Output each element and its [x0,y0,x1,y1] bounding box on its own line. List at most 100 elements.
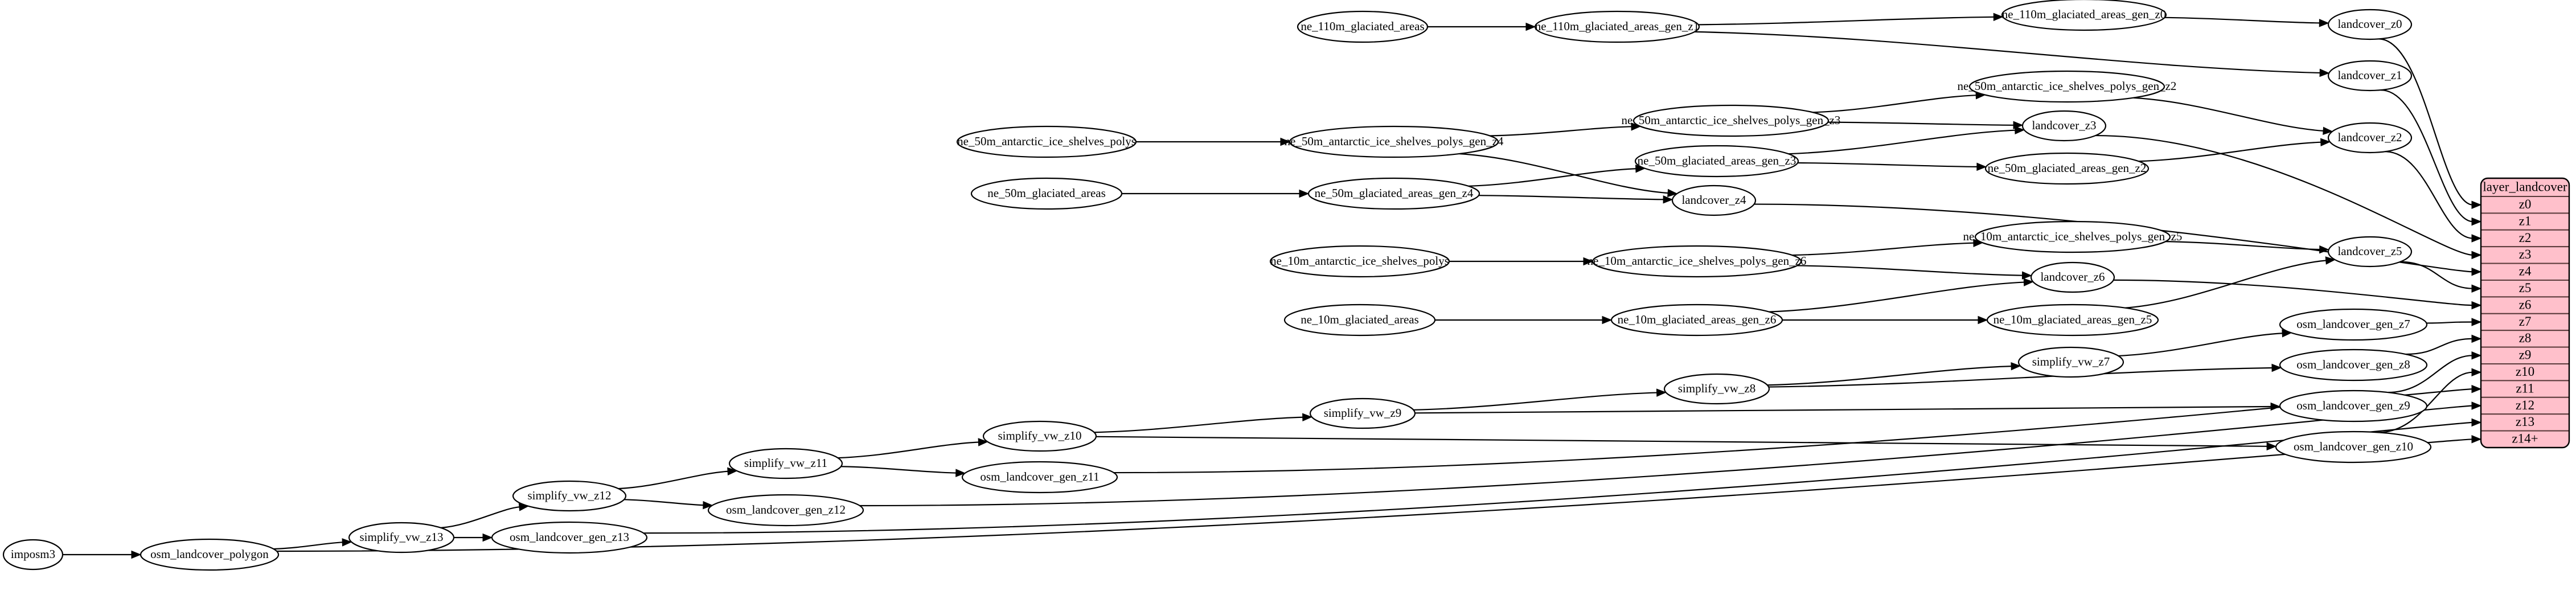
node-ne_10m_antarctic_ice_shelves_polys_gen_z6[interactable]: ne_10m_antarctic_ice_shelves_polys_gen_z… [1588,245,1807,278]
node-simplify_vw_z12[interactable]: simplify_vw_z12 [512,480,627,512]
node-ellipse-ne_50m_antarctic_ice_shelves_polys[interactable] [956,125,1137,158]
node-ellipse-ne_50m_glaciated_areas_gen_z2[interactable] [1984,152,2150,185]
node-ellipse-ne_10m_antarctic_ice_shelves_polys_gen_z5[interactable] [1974,220,2171,253]
node-ellipse-ne_10m_glaciated_areas_gen_z5[interactable] [1986,304,2159,337]
node-ellipse-ne_10m_glaciated_areas_gen_z6[interactable] [1610,304,1783,337]
table-row-z7[interactable] [2481,313,2569,331]
table-row-z2[interactable] [2481,229,2569,248]
node-simplify_vw_z11[interactable]: simplify_vw_z11 [728,448,843,479]
edge-arrowhead [342,538,352,547]
edge-simplify_vw_z11-to-simplify_vw_z10 [838,441,979,459]
node-osm_landcover_gen_z7[interactable]: osm_landcover_gen_z7 [2279,308,2428,341]
edge-simplify_vw_z8-to-osm_landcover_gen_z8 [1769,367,2273,388]
node-ellipse-landcover_z4[interactable] [1671,184,1757,216]
node-ne_50m_glaciated_areas_gen_z2[interactable]: ne_50m_glaciated_areas_gen_z2 [1984,152,2150,185]
node-ne_110m_glaciated_areas[interactable]: ne_110m_glaciated_areas [1297,10,1429,43]
node-ellipse-landcover_z3[interactable] [2021,110,2107,142]
node-ne_50m_antarctic_ice_shelves_polys_gen_z4[interactable]: ne_50m_antarctic_ice_shelves_polys_gen_z… [1285,125,1504,158]
edge-ne_50m_glaciated_areas_gen_z4-to-landcover_z4 [1478,195,1664,200]
node-ellipse-osm_landcover_gen_z7[interactable] [2279,308,2428,341]
node-ellipse-osm_landcover_gen_z11[interactable] [961,461,1118,494]
node-ellipse-landcover_z5[interactable] [2327,236,2413,268]
node-ellipse-ne_110m_glaciated_areas_gen_z0[interactable] [2001,0,2167,31]
node-ellipse-simplify_vw_z9[interactable] [1309,397,1416,429]
node-simplify_vw_z13[interactable]: simplify_vw_z13 [348,522,455,553]
node-ellipse-ne_10m_antarctic_ice_shelves_polys[interactable] [1269,245,1450,278]
node-ne_50m_antarctic_ice_shelves_polys[interactable]: ne_50m_antarctic_ice_shelves_polys [956,125,1137,158]
node-ne_10m_antarctic_ice_shelves_polys[interactable]: ne_10m_antarctic_ice_shelves_polys [1269,245,1450,278]
edge-arrowhead [2471,334,2482,343]
node-ellipse-landcover_z1[interactable] [2327,60,2413,92]
node-ellipse-ne_50m_antarctic_ice_shelves_polys_gen_z4[interactable] [1289,125,1499,158]
node-landcover_z6[interactable]: landcover_z6 [2030,261,2115,293]
node-label-ne_50m_antarctic_ice_shelves_polys_gen_z3: ne_50m_antarctic_ice_shelves_polys_gen_z… [1622,113,1841,127]
node-osm_landcover_gen_z13[interactable]: osm_landcover_gen_z13 [491,521,648,554]
node-ne_110m_glaciated_areas_gen_z0[interactable]: ne_110m_glaciated_areas_gen_z0 [2001,0,2167,31]
edge-ne_50m_antarctic_ice_shelves_polys_gen_z4-to-landcover_z4 [1459,153,1669,194]
node-osm_landcover_gen_z11[interactable]: osm_landcover_gen_z11 [961,461,1118,494]
edge-arrowhead [482,533,493,542]
node-ellipse-osm_landcover_gen_z9[interactable] [2279,389,2428,423]
node-osm_landcover_gen_z10[interactable]: osm_landcover_gen_z10 [2275,430,2432,464]
node-ne_10m_glaciated_areas_gen_z5[interactable]: ne_10m_glaciated_areas_gen_z5 [1986,304,2159,337]
node-landcover_z3[interactable]: landcover_z3 [2021,110,2107,142]
node-ne_110m_glaciated_areas_gen_z1[interactable]: ne_110m_glaciated_areas_gen_z1 [1534,10,1700,43]
node-ellipse-landcover_z2[interactable] [2327,122,2413,154]
node-ellipse-simplify_vw_z7[interactable] [2017,346,2124,378]
node-ellipse-osm_landcover_gen_z10[interactable] [2275,430,2432,464]
node-ellipse-osm_landcover_gen_z13[interactable] [491,521,648,554]
node-landcover_z0[interactable]: landcover_z0 [2327,9,2413,40]
node-ellipse-imposm3[interactable] [2,539,64,571]
node-landcover_z5[interactable]: landcover_z5 [2327,236,2413,268]
node-ne_10m_glaciated_areas[interactable]: ne_10m_glaciated_areas [1283,304,1436,337]
node-osm_landcover_gen_z8[interactable]: osm_landcover_gen_z8 [2279,348,2428,382]
node-osm_landcover_polygon[interactable]: osm_landcover_polygon [140,538,280,571]
node-ellipse-simplify_vw_z11[interactable] [728,448,843,479]
node-ellipse-simplify_vw_z8[interactable] [1663,373,1770,405]
node-osm_landcover_gen_z12[interactable]: osm_landcover_gen_z12 [707,494,864,527]
node-ellipse-ne_10m_antarctic_ice_shelves_polys_gen_z6[interactable] [1591,245,1802,278]
node-ellipse-simplify_vw_z12[interactable] [512,480,627,512]
edge-landcover_z2-to-table-z2 [2385,151,2474,239]
node-ne_10m_antarctic_ice_shelves_polys_gen_z5[interactable]: ne_10m_antarctic_ice_shelves_polys_gen_z… [1963,220,2183,253]
node-ne_10m_glaciated_areas_gen_z6[interactable]: ne_10m_glaciated_areas_gen_z6 [1610,304,1783,337]
node-ne_50m_glaciated_areas_gen_z3[interactable]: ne_50m_glaciated_areas_gen_z3 [1634,145,1799,178]
node-ellipse-ne_50m_antarctic_ice_shelves_polys_gen_z3[interactable] [1632,104,1830,137]
node-landcover_z2[interactable]: landcover_z2 [2327,122,2413,154]
node-simplify_vw_z8[interactable]: simplify_vw_z8 [1663,373,1770,405]
node-ellipse-ne_50m_glaciated_areas_gen_z4[interactable] [1307,177,1480,210]
node-ellipse-ne_110m_glaciated_areas_gen_z1[interactable] [1534,10,1700,43]
node-landcover_z4[interactable]: landcover_z4 [1671,184,1757,216]
node-ellipse-landcover_z0[interactable] [2327,9,2413,40]
edge-arrowhead [2270,402,2281,411]
node-imposm3[interactable]: imposm3 [2,539,64,571]
node-simplify_vw_z9[interactable]: simplify_vw_z9 [1309,397,1416,429]
node-ellipse-osm_landcover_polygon[interactable] [140,538,280,571]
node-ellipse-osm_landcover_gen_z12[interactable] [707,494,864,527]
node-ne_50m_antarctic_ice_shelves_polys_gen_z3[interactable]: ne_50m_antarctic_ice_shelves_polys_gen_z… [1622,104,1841,137]
node-ne_50m_glaciated_areas_gen_z4[interactable]: ne_50m_glaciated_areas_gen_z4 [1307,177,1480,210]
node-ne_50m_glaciated_areas[interactable]: ne_50m_glaciated_areas [970,177,1123,210]
node-ellipse-ne_10m_glaciated_areas[interactable] [1283,304,1436,337]
node-ne_50m_antarctic_ice_shelves_polys_gen_z2[interactable]: ne_50m_antarctic_ice_shelves_polys_gen_z… [1958,70,2177,103]
node-ellipse-osm_landcover_gen_z8[interactable] [2279,348,2428,382]
node-ellipse-landcover_z6[interactable] [2030,261,2115,293]
node-ellipse-simplify_vw_z13[interactable] [348,522,455,553]
node-label-ne_50m_glaciated_areas: ne_50m_glaciated_areas [987,186,1106,200]
table-row-z9[interactable] [2481,346,2569,364]
node-ellipse-ne_50m_antarctic_ice_shelves_polys_gen_z2[interactable] [1968,70,2165,103]
table-row-z11[interactable] [2481,380,2569,398]
node-simplify_vw_z7[interactable]: simplify_vw_z7 [2017,346,2124,378]
node-landcover_z1[interactable]: landcover_z1 [2327,60,2413,92]
node-ellipse-ne_110m_glaciated_areas[interactable] [1297,10,1429,43]
node-ellipse-simplify_vw_z10[interactable] [982,420,1097,452]
node-osm_landcover_gen_z9[interactable]: osm_landcover_gen_z9 [2279,389,2428,423]
node-simplify_vw_z10[interactable]: simplify_vw_z10 [982,420,1097,452]
edge-landcover_z5-to-table-z5 [2400,261,2474,289]
node-ellipse-ne_50m_glaciated_areas_gen_z3[interactable] [1634,145,1799,178]
edge-arrowhead [2471,301,2482,310]
node-ellipse-ne_50m_glaciated_areas[interactable] [970,177,1123,210]
edge-landcover_z1-to-table-z1 [2381,89,2474,223]
edge-arrowhead [2266,442,2277,451]
table-row-z10[interactable] [2481,363,2569,382]
